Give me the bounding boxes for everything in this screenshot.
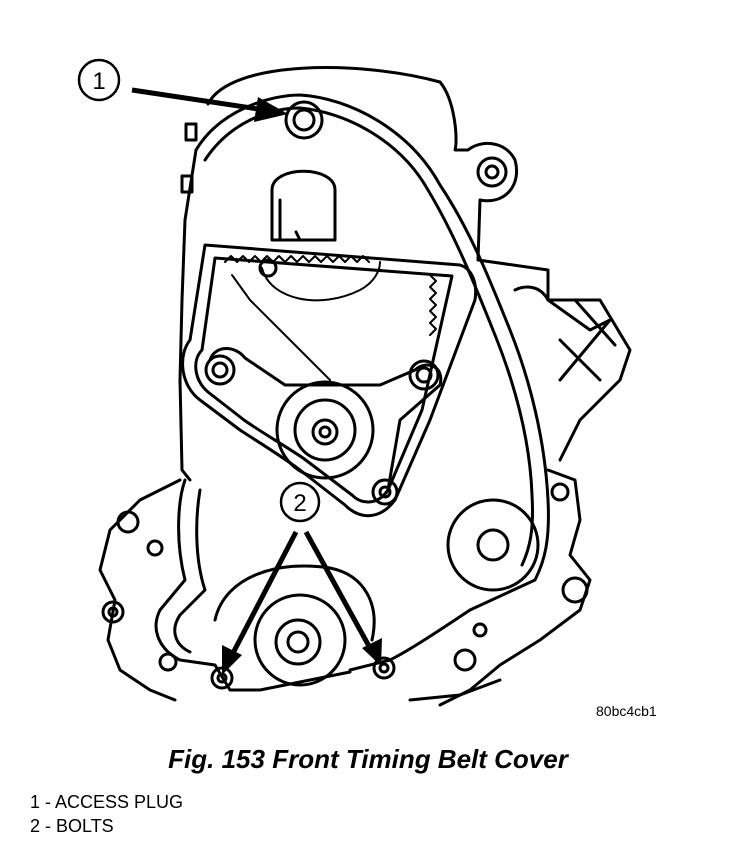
- lower-cover-inner: [173, 488, 207, 654]
- idler-sprocket-hub: [293, 398, 357, 462]
- idler-sprocket: [275, 380, 375, 480]
- idler-sprocket-bolt: [311, 418, 339, 446]
- manifold-bracket: [513, 285, 612, 382]
- camshaft-window: [270, 169, 337, 242]
- manifold-detail: [558, 298, 617, 382]
- left-stud-lower: [180, 174, 194, 194]
- cam-sprocket-bolt: [258, 258, 278, 278]
- lower-cover-frame-inner: [194, 256, 454, 504]
- timing-belt-left-span: [231, 274, 331, 381]
- lower-cover-frame: [181, 243, 478, 518]
- block-boss-1: [116, 510, 140, 534]
- cover-bolt-right: [372, 656, 396, 680]
- block-boss-3: [101, 600, 125, 624]
- callout-2: 2: [222, 481, 382, 675]
- tensioner-bolt-left-inner: [211, 361, 229, 379]
- camshaft-sprocket: [261, 261, 381, 302]
- upper-right-boss-inner: [484, 164, 500, 180]
- tensioner-bolt-right: [408, 359, 440, 391]
- crank-pulley: [213, 564, 376, 642]
- legend-item-bolts: 2 - BOLTS: [30, 816, 114, 836]
- tensioner-bolt-right-inner: [415, 366, 433, 384]
- callout-2-number: 2: [293, 490, 306, 517]
- timing-belt-teeth: [224, 255, 370, 263]
- left-stud-upper: [184, 122, 198, 142]
- upper-cover-inner-rim: [203, 106, 534, 567]
- callout-1-number: 1: [92, 68, 105, 95]
- timing-belt-right-span: [429, 274, 437, 336]
- block-boss-8: [472, 622, 488, 638]
- cylinder-head-right: [546, 298, 632, 462]
- figure-caption: Fig. 153 Front Timing Belt Cover: [168, 744, 568, 774]
- legend-item-access-plug: 1 - ACCESS PLUG: [30, 792, 184, 812]
- block-boss-3-inner: [107, 606, 119, 618]
- cover-bolt-right-inner: [378, 662, 390, 674]
- callout-1: 1: [77, 58, 288, 122]
- engine-block-lower-left: [98, 478, 182, 702]
- oil-pan-edge: [408, 678, 502, 702]
- block-boss-4: [158, 652, 178, 672]
- frame-lower-bolt: [371, 478, 399, 506]
- camshaft-window-lines: [278, 198, 302, 242]
- crank-bolt-outer: [274, 618, 322, 666]
- timing-belt-cover-illustration: 1 2: [77, 58, 632, 707]
- upper-cover-left-edge: [178, 148, 198, 482]
- block-boss-6: [561, 576, 589, 604]
- access-plug: [284, 100, 324, 140]
- lower-timing-cover: [154, 478, 352, 692]
- crank-bolt-inner: [286, 630, 310, 654]
- right-pulley-boss-inner: [476, 528, 510, 562]
- figure-code: 80bc4cb1: [596, 703, 657, 719]
- crank-damper: [253, 593, 347, 687]
- upper-right-boss: [476, 156, 508, 188]
- legend: 1 - ACCESS PLUG 2 - BOLTS: [30, 790, 183, 838]
- right-pulley-boss: [446, 498, 540, 592]
- frame-lower-bolt-inner: [378, 485, 392, 499]
- tensioner-bolt-left: [204, 354, 236, 386]
- access-plug-inner: [292, 108, 316, 132]
- tensioner-bracket: [208, 347, 443, 492]
- engine-block-upper: [206, 66, 550, 302]
- block-boss-7: [453, 648, 477, 672]
- upper-timing-cover: [194, 93, 550, 672]
- block-boss-2: [146, 539, 164, 557]
- idler-sprocket-bolt-inner: [318, 425, 332, 439]
- block-boss-5: [550, 482, 570, 502]
